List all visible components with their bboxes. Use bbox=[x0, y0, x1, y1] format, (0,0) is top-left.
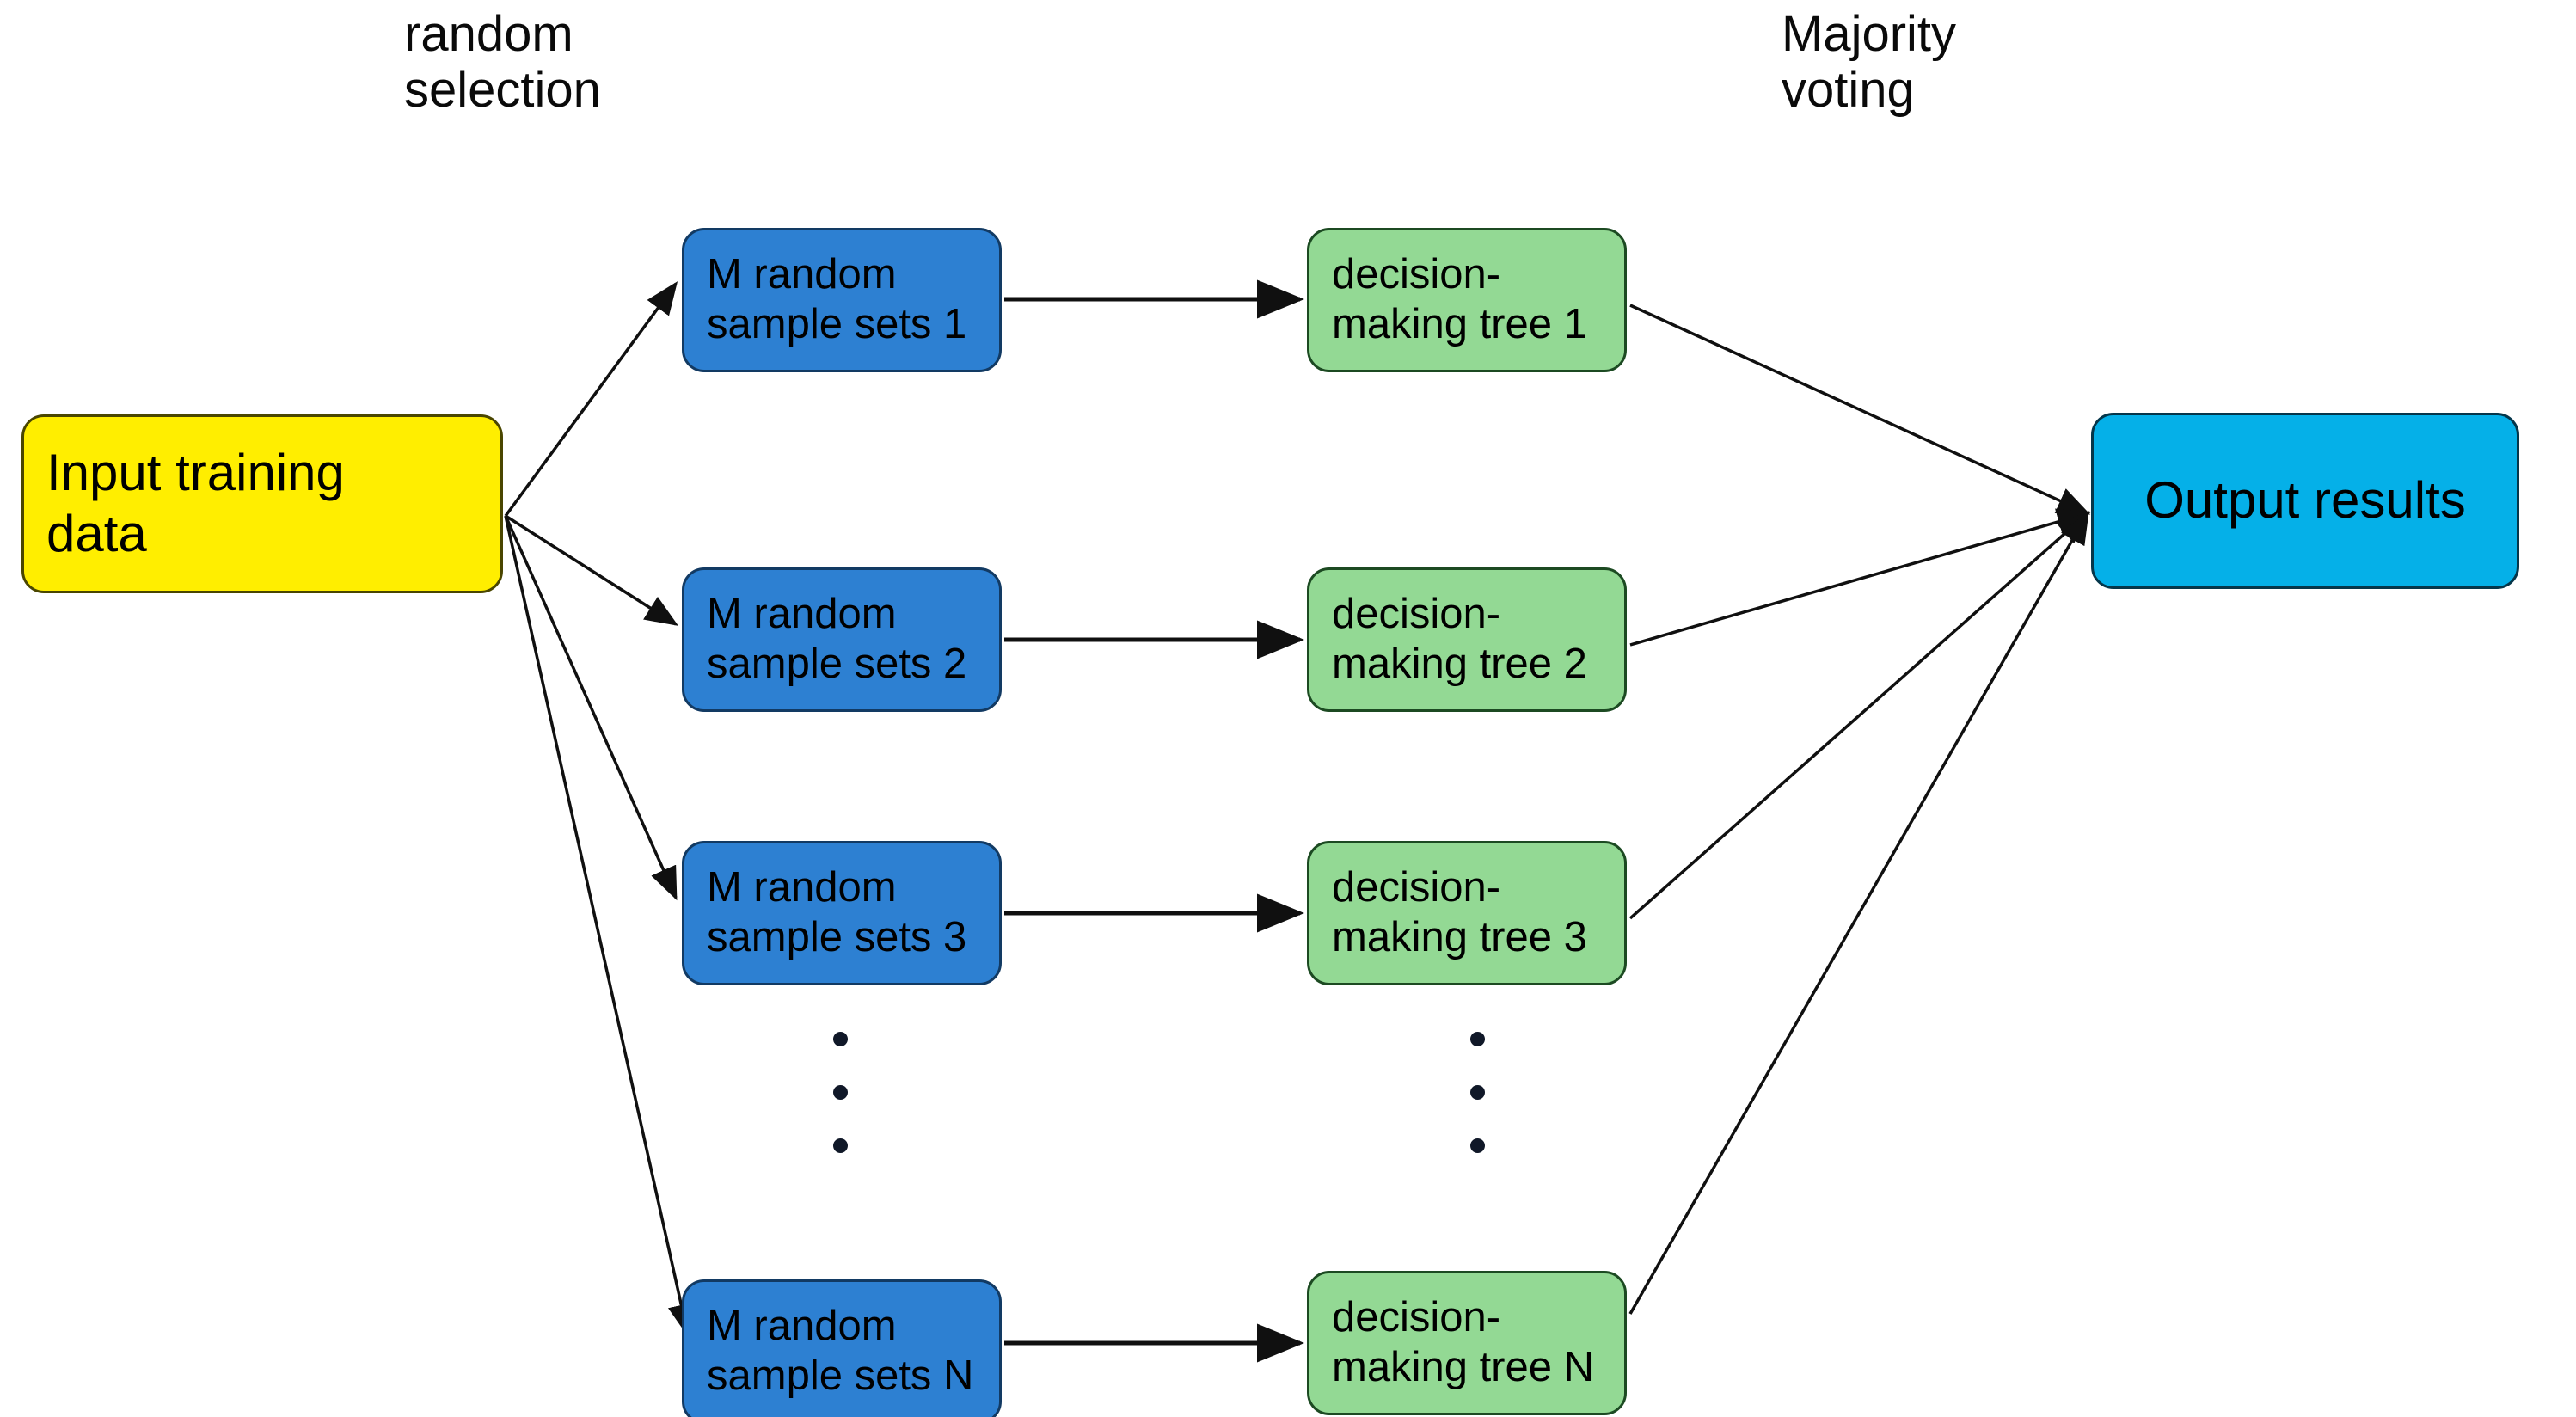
edge-input-to-sample-3 bbox=[504, 515, 678, 901]
decision-making-tree-3-node[interactable]: decision-making tree 3 bbox=[1307, 841, 1627, 985]
m-random-sample-sets-2-label-line-2: sample sets 2 bbox=[707, 641, 967, 687]
edge-tree-3-to-output bbox=[1628, 511, 2090, 920]
decision-making-tree-1-node[interactable]: decision-making tree 1 bbox=[1307, 228, 1627, 372]
decision-making-tree-1-label-line-1: decision- bbox=[1332, 251, 1501, 298]
input-training-data-label-line-2: data bbox=[46, 505, 147, 562]
m-random-sample-sets-n-label-line-1: M random bbox=[707, 1303, 897, 1350]
ellipsis-dot bbox=[1470, 1085, 1485, 1100]
decision-making-tree-n-node[interactable]: decision-making tree N bbox=[1307, 1271, 1627, 1415]
decision-making-tree-2-label-line-2: making tree 2 bbox=[1332, 641, 1587, 687]
edge-group bbox=[504, 279, 2091, 1363]
ellipsis-dot bbox=[1470, 1138, 1485, 1153]
output-results-label-line-1: Output results bbox=[2144, 471, 2466, 530]
ellipsis-dot bbox=[833, 1138, 848, 1153]
ellipsis-dot bbox=[1470, 1032, 1485, 1046]
edge-tree-n-to-output bbox=[1628, 510, 2089, 1315]
m-random-sample-sets-n-label-line-2: sample sets N bbox=[707, 1353, 974, 1399]
m-random-sample-sets-2-label-line-1: M random bbox=[707, 591, 897, 638]
decision-making-tree-n-label-line-1: decision- bbox=[1332, 1294, 1501, 1341]
ellipsis-dot bbox=[833, 1032, 848, 1046]
edge-tree-2-to-output bbox=[1629, 508, 2091, 647]
majority-voting-line-1: Majority bbox=[1782, 6, 1957, 62]
decision-making-tree-2-node[interactable]: decision-making tree 2 bbox=[1307, 567, 1627, 712]
decision-making-tree-n-label-line-2: making tree N bbox=[1332, 1344, 1595, 1390]
decision-making-tree-2-label-line-1: decision- bbox=[1332, 591, 1501, 638]
edge-input-to-sample-2 bbox=[505, 514, 678, 626]
majority-voting-line-2: voting bbox=[1782, 61, 1915, 118]
decision-making-tree-3-label-line-2: making tree 3 bbox=[1332, 914, 1587, 960]
decision-making-tree-1-label-line-2: making tree 1 bbox=[1332, 301, 1587, 347]
m-random-sample-sets-3-label-line-2: sample sets 3 bbox=[707, 914, 967, 960]
edge-tree-1-to-output bbox=[1629, 304, 2091, 515]
ellipsis-dot bbox=[833, 1085, 848, 1100]
input-training-data-label-line-1: Input training bbox=[46, 444, 345, 502]
sample-column-ellipsis bbox=[833, 1032, 848, 1153]
m-random-sample-sets-3-label-line-1: M random bbox=[707, 864, 897, 911]
decision-making-tree-3-label-line-1: decision- bbox=[1332, 864, 1501, 911]
random-selection-line-2: selection bbox=[404, 61, 601, 118]
m-random-sample-sets-1-label-line-2: sample sets 1 bbox=[707, 301, 967, 347]
output-results-node[interactable]: Output results bbox=[2091, 413, 2519, 589]
edge-input-to-sample-n bbox=[504, 515, 695, 1338]
m-random-sample-sets-1-label-line-1: M random bbox=[707, 251, 897, 298]
edge-input-to-sample-1 bbox=[504, 281, 678, 518]
tree-column-ellipsis bbox=[1470, 1032, 1485, 1153]
random-selection-line-1: random bbox=[404, 6, 573, 62]
